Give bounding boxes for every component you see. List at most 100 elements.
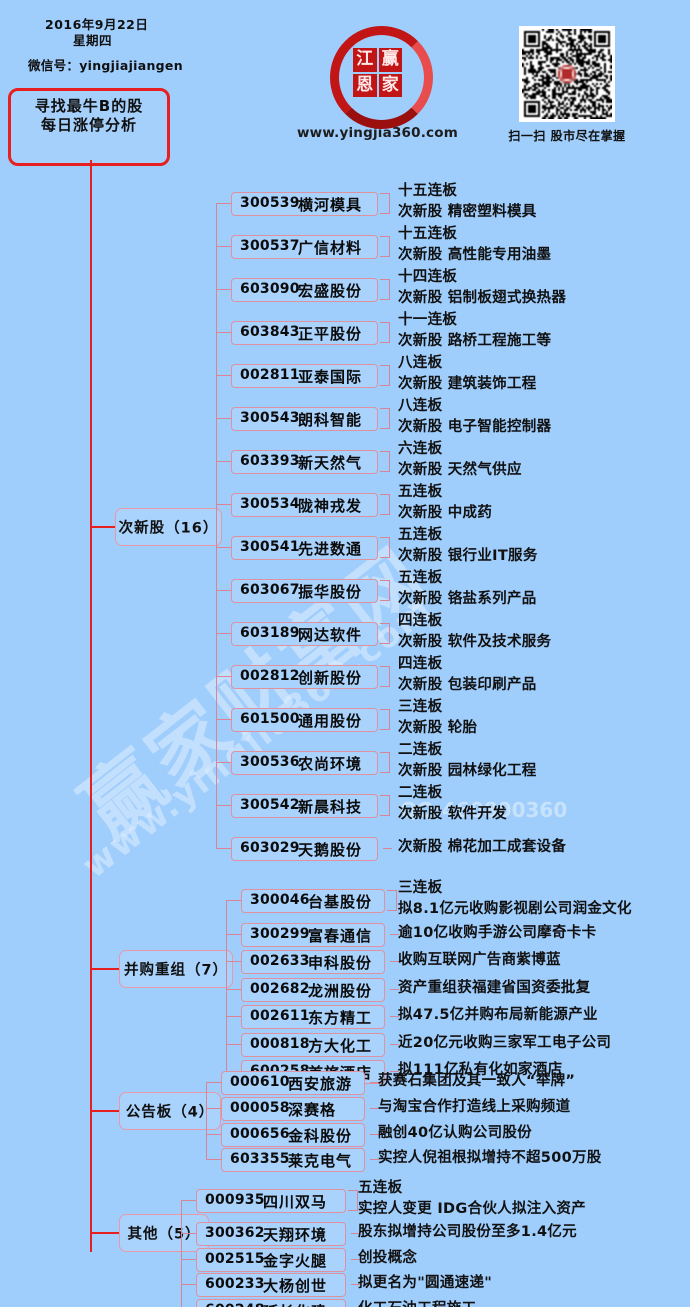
stock-name: 陇神戎发 bbox=[298, 497, 363, 515]
branch-connector-cixingu bbox=[90, 526, 116, 528]
stock-code: 000935 bbox=[205, 1192, 265, 1208]
detail-description: 实控人倪祖根拟增持不超500万股 bbox=[378, 1150, 602, 1167]
detail-description: 次新股 铝制板翅式换热器 bbox=[398, 290, 567, 306]
stock-name: 大杨创世 bbox=[263, 1277, 328, 1296]
stock-code: 002611 bbox=[250, 1008, 310, 1025]
detail-bracket bbox=[380, 342, 389, 343]
row-connector-stub bbox=[216, 848, 231, 849]
branch-connector-gonggao bbox=[90, 1110, 120, 1112]
root-node[interactable]: 寻找最牛B的股 每日涨停分析 bbox=[8, 88, 170, 166]
detail-bracket bbox=[389, 408, 390, 429]
stock-code: 603029 bbox=[240, 840, 300, 856]
detail-description: 与淘宝合作打造线上采购频道 bbox=[378, 1098, 571, 1115]
branch-connector-qita bbox=[90, 1232, 120, 1234]
detail-description: 拟8.1亿元收购影视剧公司润金文化 bbox=[398, 901, 632, 917]
detail-dash bbox=[351, 1284, 360, 1286]
detail-dash bbox=[370, 1159, 379, 1161]
category-node-cixingu[interactable]: 次新股（16） bbox=[115, 508, 222, 546]
detail-dash bbox=[351, 1233, 360, 1234]
detail-bracket bbox=[387, 910, 396, 911]
detail-bracket bbox=[380, 815, 389, 816]
detail-description: 拟111亿私有化如家酒店 bbox=[398, 1062, 563, 1078]
detail-bracket bbox=[380, 600, 389, 601]
detail-streak: 五连板 bbox=[358, 1180, 403, 1196]
detail-bracket bbox=[380, 193, 389, 194]
detail-description: 次新股 电子智能控制器 bbox=[398, 419, 552, 435]
category-label-gonggao: 公告板（4） bbox=[125, 1104, 215, 1121]
detail-description: 次新股 中成药 bbox=[398, 505, 493, 521]
detail-bracket bbox=[380, 623, 389, 624]
detail-description: 次新股 棉花加工成套设备 bbox=[398, 839, 567, 855]
detail-dash bbox=[370, 1133, 379, 1135]
row-connector-stub bbox=[216, 246, 231, 247]
detail-bracket bbox=[389, 279, 390, 300]
stock-name: 金字火腿 bbox=[263, 1251, 328, 1270]
stock-node[interactable]: 600248延长化建 bbox=[196, 1298, 346, 1307]
stock-name: 天翔环境 bbox=[263, 1226, 328, 1244]
stock-name: 创新股份 bbox=[298, 669, 363, 687]
stock-code: 300541 bbox=[240, 539, 300, 555]
detail-bracket bbox=[380, 537, 389, 538]
category-label-cixingu: 次新股（16） bbox=[118, 520, 219, 537]
detail-bracket bbox=[380, 580, 389, 581]
detail-bracket bbox=[389, 494, 390, 515]
logo-seal-icon: 江 赢 恩 家 bbox=[330, 26, 433, 129]
stock-code: 300534 bbox=[240, 496, 300, 512]
qr-code-icon bbox=[519, 26, 615, 122]
detail-dash bbox=[390, 961, 399, 963]
detail-streak: 十五连板 bbox=[398, 183, 458, 199]
detail-description: 次新股 轮胎 bbox=[398, 720, 478, 736]
detail-bracket bbox=[389, 709, 390, 730]
qr-code-block: 扫一扫 股市尽在掌握 bbox=[492, 26, 642, 148]
row-connector-stub bbox=[216, 719, 231, 720]
detail-bracket bbox=[380, 299, 389, 300]
detail-bracket bbox=[389, 193, 390, 214]
row-connector-stub bbox=[216, 203, 231, 204]
stock-code: 603090 bbox=[240, 281, 300, 297]
row-connector-stub bbox=[226, 988, 241, 990]
stock-name: 申科股份 bbox=[308, 954, 373, 973]
detail-bracket bbox=[348, 1190, 357, 1191]
stock-code: 002682 bbox=[250, 980, 310, 997]
row-connector-stub bbox=[206, 1107, 221, 1109]
group-spine bbox=[206, 1082, 207, 1160]
trunk-vertical-from-root bbox=[90, 160, 92, 176]
header-weekday: 星期四 bbox=[73, 33, 113, 48]
category-node-gonggao[interactable]: 公告板（4） bbox=[119, 1092, 221, 1130]
detail-bracket bbox=[389, 451, 390, 472]
logo-char-2: 赢 bbox=[378, 48, 402, 72]
category-node-binggou[interactable]: 并购重组（7） bbox=[119, 950, 233, 988]
detail-description: 融创40亿认购公司股份 bbox=[378, 1124, 532, 1141]
stock-name: 横河模具 bbox=[298, 196, 363, 214]
